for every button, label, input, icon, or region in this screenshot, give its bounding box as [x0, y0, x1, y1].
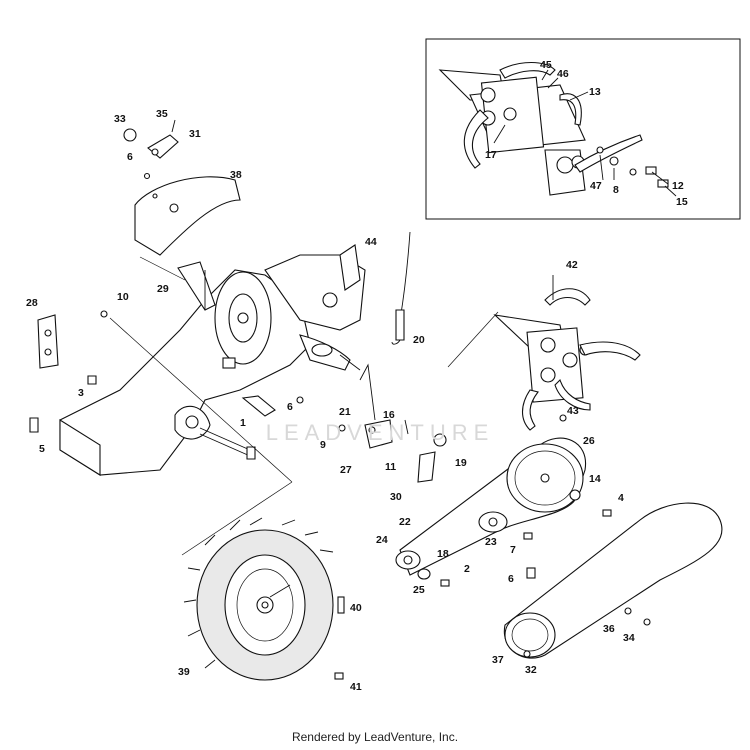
- inset-tine-assembly: [438, 61, 677, 197]
- callout-24: 24: [376, 534, 388, 546]
- callout-46: 46: [557, 68, 569, 80]
- callout-47: 47: [590, 180, 602, 192]
- callout-31: 31: [189, 128, 201, 140]
- right-tine-assembly: [493, 275, 641, 431]
- depth-bar-hardware: [123, 119, 179, 180]
- callout-36: 36: [603, 623, 615, 635]
- watermark-text: LEADVENTURE: [265, 420, 495, 445]
- callout-22: 22: [399, 516, 411, 528]
- callout-18: 18: [437, 548, 449, 560]
- callout-20: 20: [413, 334, 425, 346]
- belt-drive: [395, 437, 612, 587]
- callout-43: 43: [567, 405, 579, 417]
- callout-11: 11: [385, 461, 396, 473]
- callout-2: 2: [464, 563, 470, 575]
- wheel: [183, 517, 345, 681]
- callout-34: 34: [623, 632, 635, 644]
- tine-shield-hood: [134, 176, 241, 256]
- callout-8: 8: [613, 184, 619, 196]
- callout-26: 26: [583, 435, 595, 447]
- render-credit: Rendered by LeadVenture, Inc.: [291, 730, 459, 744]
- callout-40: 40: [350, 602, 362, 614]
- belt-cover: [503, 502, 723, 659]
- callout-41: 41: [350, 681, 362, 693]
- callout-6b: 6: [287, 401, 293, 413]
- callout-37: 37: [492, 654, 504, 666]
- callout-6c: 6: [508, 573, 514, 585]
- callout-32: 32: [525, 664, 537, 676]
- callout-4: 4: [618, 492, 624, 504]
- callout-16: 16: [383, 409, 395, 421]
- callout-29: 29: [157, 283, 169, 295]
- assembly-guide-lines: [109, 256, 499, 556]
- control-cable: [391, 231, 411, 345]
- callout-27: 27: [340, 464, 352, 476]
- callout-44: 44: [365, 236, 377, 248]
- callout-15: 15: [676, 196, 688, 208]
- transmission-housing: [59, 244, 366, 476]
- callout-38: 38: [230, 169, 242, 181]
- callout-33: 33: [114, 113, 126, 125]
- callout-6a: 6: [127, 151, 133, 163]
- callout-1: 1: [240, 417, 246, 429]
- callout-12: 12: [672, 180, 684, 192]
- callout-14: 14: [589, 473, 601, 485]
- callout-10: 10: [117, 291, 129, 303]
- callout-13: 13: [589, 86, 601, 98]
- callout-labels: 1 2 3 4 5 6 6 6 6 7 8 9 10 11 12 13 14 1…: [26, 59, 688, 693]
- callout-19: 19: [455, 457, 467, 469]
- bracket-28: [29, 314, 97, 433]
- callout-3: 3: [78, 387, 84, 399]
- callout-5: 5: [39, 443, 45, 455]
- callout-9: 9: [320, 439, 326, 451]
- shift-rod: [241, 363, 447, 483]
- callout-42: 42: [566, 259, 578, 271]
- depth-bar: [177, 261, 216, 311]
- callout-28: 28: [26, 297, 38, 309]
- callout-35: 35: [156, 108, 168, 120]
- callout-45: 45: [540, 59, 552, 71]
- callout-17: 17: [485, 149, 497, 161]
- tine-detail-inset-frame: [425, 38, 741, 220]
- callout-23: 23: [485, 536, 497, 548]
- callout-25: 25: [413, 584, 425, 596]
- callout-7: 7: [510, 544, 516, 556]
- callout-21: 21: [339, 406, 351, 418]
- callout-30: 30: [390, 491, 402, 503]
- callout-39: 39: [178, 666, 190, 678]
